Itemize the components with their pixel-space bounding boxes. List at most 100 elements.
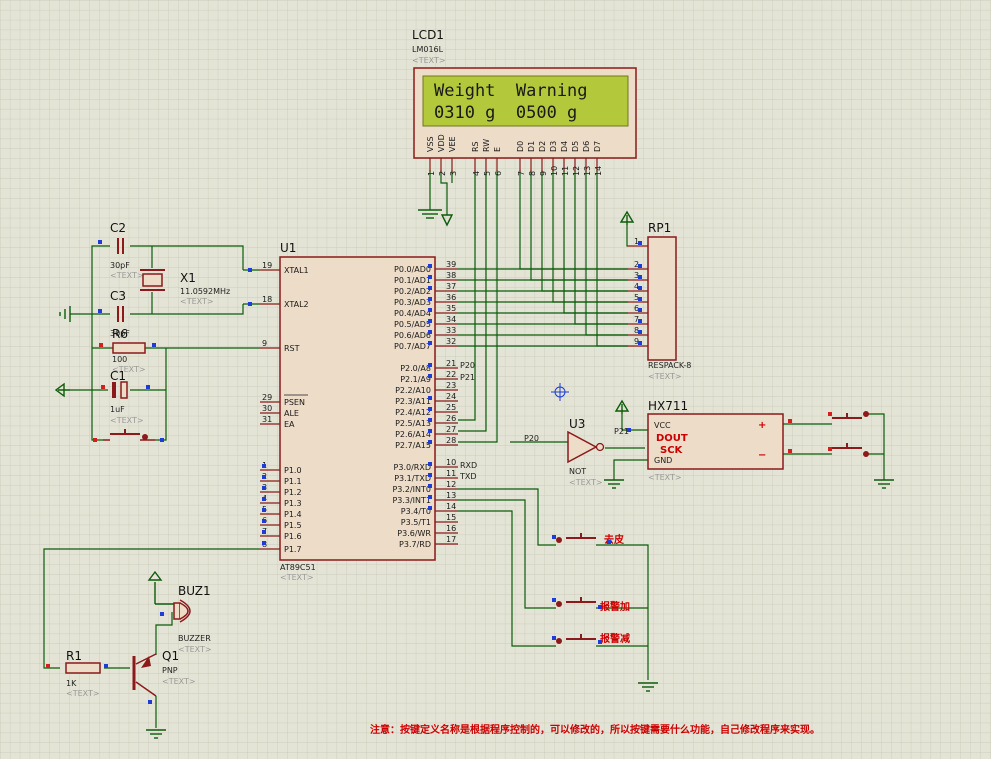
net-label-rxd: RXD [460,461,477,470]
rp1-pin-number: 7 [634,315,639,324]
pin-marker [638,319,642,323]
reset-button[interactable] [103,429,155,441]
probe-marker [551,383,569,401]
vcc-arrow-rp1 [619,210,635,225]
pin-marker [99,343,103,347]
q1-text-tag: <TEXT> [162,677,196,686]
pin-marker [428,264,432,268]
buz1-ref: BUZ1 [178,584,211,598]
c2-ref: C2 [110,221,126,235]
lcd-pin-number: 9 [539,171,548,176]
mcu-right-pin-number: 22 [446,370,456,379]
q1-model: PNP [162,666,178,675]
lcd-pin-label: D5 [571,141,580,152]
lcd-module: LCD1 LM016L <TEXT> Weight Warning 0310 g… [412,28,637,176]
lcd-pin-number: 13 [583,166,592,176]
lcd-pin-label: D1 [527,141,536,152]
pin-marker [262,541,266,545]
ground-q1 [146,729,166,739]
rp1-pin-number: 4 [634,282,639,291]
lcd-pin-number: 3 [449,171,458,176]
button-alarm-down[interactable]: 报警减 [556,632,630,645]
mcu-right-pin-label: P2.0/A8 [400,364,431,373]
lcd-pin-number: 12 [572,166,581,176]
hx711-minus: − [758,450,766,461]
mcu-right-pin-number: 32 [446,337,456,346]
resistor-r1: R1 1K <TEXT> [65,649,101,698]
pin-marker [638,297,642,301]
r1-value: 1K [66,679,77,688]
q1-ref: Q1 [162,649,179,663]
mcu-right-pin-number: 17 [446,535,456,544]
mcu-left-pin-label: EA [284,420,295,429]
pin-marker [627,428,631,432]
button-alarm-up[interactable]: 报警加 [556,597,630,613]
pin-marker [428,319,432,323]
mcu-left-pin-label: XTAL1 [284,266,309,275]
r1-ref: R1 [66,649,82,663]
mcu-right-pin-label: P3.1/TXD [394,474,431,483]
mcu-right-pin-label: P2.5/A13 [395,419,431,428]
lcd-pin-number: 4 [472,171,481,176]
pin-marker [828,412,832,416]
pin-marker [248,268,252,272]
mcu-left-pin-label: P1.5 [284,521,302,530]
mcu-right-pin-label: P0.7/AD7 [394,342,431,351]
rp1-pin-number: 8 [634,326,639,335]
mcu-right-pin-label: P2.7/A15 [395,441,431,450]
c3-value: 30pF [110,329,130,338]
hx711-dout: DOUT [656,433,688,444]
r6-ref: R6 [112,327,128,341]
pin-marker [428,473,432,477]
pin-marker [428,341,432,345]
mcu-left-pin-label: XTAL2 [284,300,309,309]
c3-ref: C3 [110,289,126,303]
ground-left [59,306,71,322]
mcu-right-pin-label: P3.5/T1 [401,518,431,527]
pin-marker [638,275,642,279]
lcd-pin-number: 1 [427,171,436,176]
hx711-button-top[interactable] [832,411,869,419]
pin-marker [428,418,432,422]
mcu-right-pin-number: 38 [446,271,456,280]
pin-marker [638,308,642,312]
x1-ref: X1 [180,271,196,285]
hx711-gnd: GND [654,456,672,465]
lcd-pin-label: RW [482,139,491,152]
lcd-pin-number: 7 [517,171,526,176]
lcd-pin-label: D3 [549,141,558,152]
pin-marker [638,330,642,334]
pin-marker [828,447,832,451]
pin-marker [148,700,152,704]
capacitor-c1: C1 1uF <TEXT> [110,369,144,425]
pin-marker [638,341,642,345]
lcd-power-symbols [418,209,454,227]
ground-u3 [604,479,624,489]
resistor-r6: R6 100 <TEXT> [112,327,146,374]
ground-buttons [638,682,658,692]
rp1-ref: RP1 [648,221,671,235]
mcu-left-pin-number: 9 [262,339,267,348]
crystal-x1: X1 11.0592MHz <TEXT> [140,269,230,306]
mcu-right-pin-label: P2.4/A12 [395,408,431,417]
mcu-text-tag: <TEXT> [280,573,314,582]
c1-value: 1uF [110,405,125,414]
net-label-p20: P20 [460,361,475,370]
pin-marker [262,519,266,523]
vcc-arrow-left [54,382,70,398]
pin-marker [428,275,432,279]
lcd-pin-number: 8 [528,171,537,176]
pin-marker [638,241,642,245]
mcu-left-pin-label: P1.7 [284,545,302,554]
rp1-pin-number: 3 [634,271,639,280]
u3-ref: U3 [569,417,585,431]
mcu-left-pin-label: P1.0 [284,466,302,475]
pin-marker [101,385,105,389]
mcu-left-pin-label: P1.2 [284,488,302,497]
hx711-module: HX711 VCC DOUT SCK GND + − <TEXT> [647,399,784,482]
pin-marker [428,308,432,312]
hx711-button-bottom[interactable] [832,443,869,457]
u3-in-net: P20 [524,434,539,443]
mcu-left-pin-number: 31 [262,415,272,424]
